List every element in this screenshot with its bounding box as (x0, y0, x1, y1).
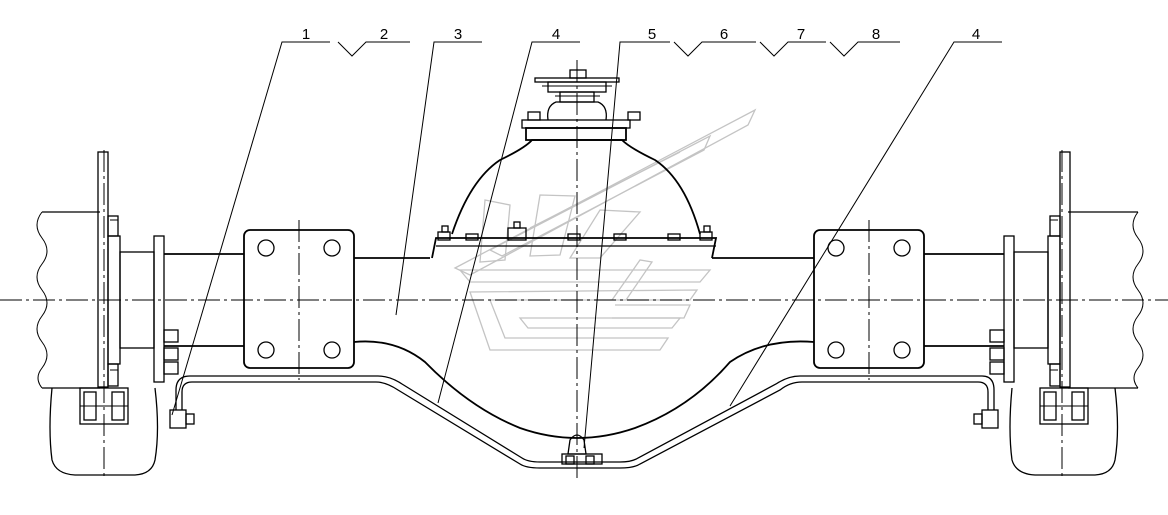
callout-3: 3 (454, 26, 462, 43)
leader-5 (583, 41, 670, 449)
leader-4-left (437, 41, 580, 404)
leader-7 (759, 41, 826, 57)
leader-lines (171, 41, 1002, 449)
centerlines (0, 60, 1168, 480)
callout-7: 7 (797, 26, 805, 43)
callout-8: 8 (872, 26, 880, 43)
leader-2 (337, 41, 410, 57)
leader-3 (395, 41, 482, 316)
pipe-tee-fitting (561, 434, 603, 465)
leader-4-right (729, 41, 1002, 407)
leader-1 (171, 41, 330, 416)
differential-carrier (431, 69, 718, 259)
callout-5: 5 (648, 26, 656, 43)
watermark-logo (453, 108, 757, 351)
callout-6: 6 (720, 26, 728, 43)
right-wheel-hub (989, 151, 1071, 388)
callout-labels: 1 2 3 4 5 6 7 8 4 (302, 26, 980, 43)
axle-housing-bowl (353, 340, 815, 439)
left-wheel-hub (97, 151, 179, 388)
brake-pipe (169, 375, 999, 469)
leader-6 (673, 41, 756, 57)
callout-1: 1 (302, 26, 310, 43)
right-spring-pad (813, 229, 925, 369)
callout-2: 2 (380, 26, 388, 43)
callout-4-right: 4 (972, 26, 980, 43)
left-wheel (49, 387, 159, 476)
carrier-bolts (437, 221, 713, 241)
callout-4-left: 4 (552, 26, 560, 43)
leader-8 (829, 41, 900, 57)
right-wheel (1009, 387, 1119, 476)
left-spring-pad (243, 229, 355, 369)
axle-tube (164, 253, 1004, 347)
